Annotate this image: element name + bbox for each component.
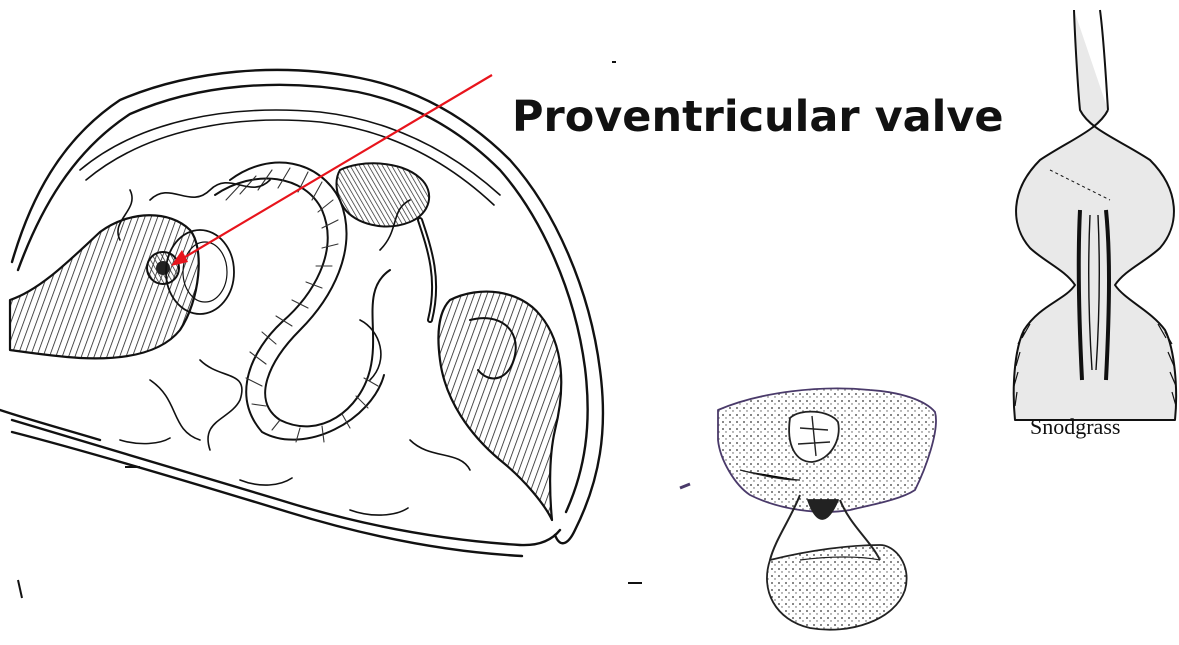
pointer-arrow [171,75,492,266]
isolated-proventriculus-illustration [680,388,936,629]
proventriculus-longitudinal-section-illustration [1014,10,1176,420]
figure-credit-label: Snodgrass [1030,414,1120,440]
proventricular-valve-label: Proventricular valve [512,92,1004,142]
insect-body-section-illustration [0,70,603,556]
